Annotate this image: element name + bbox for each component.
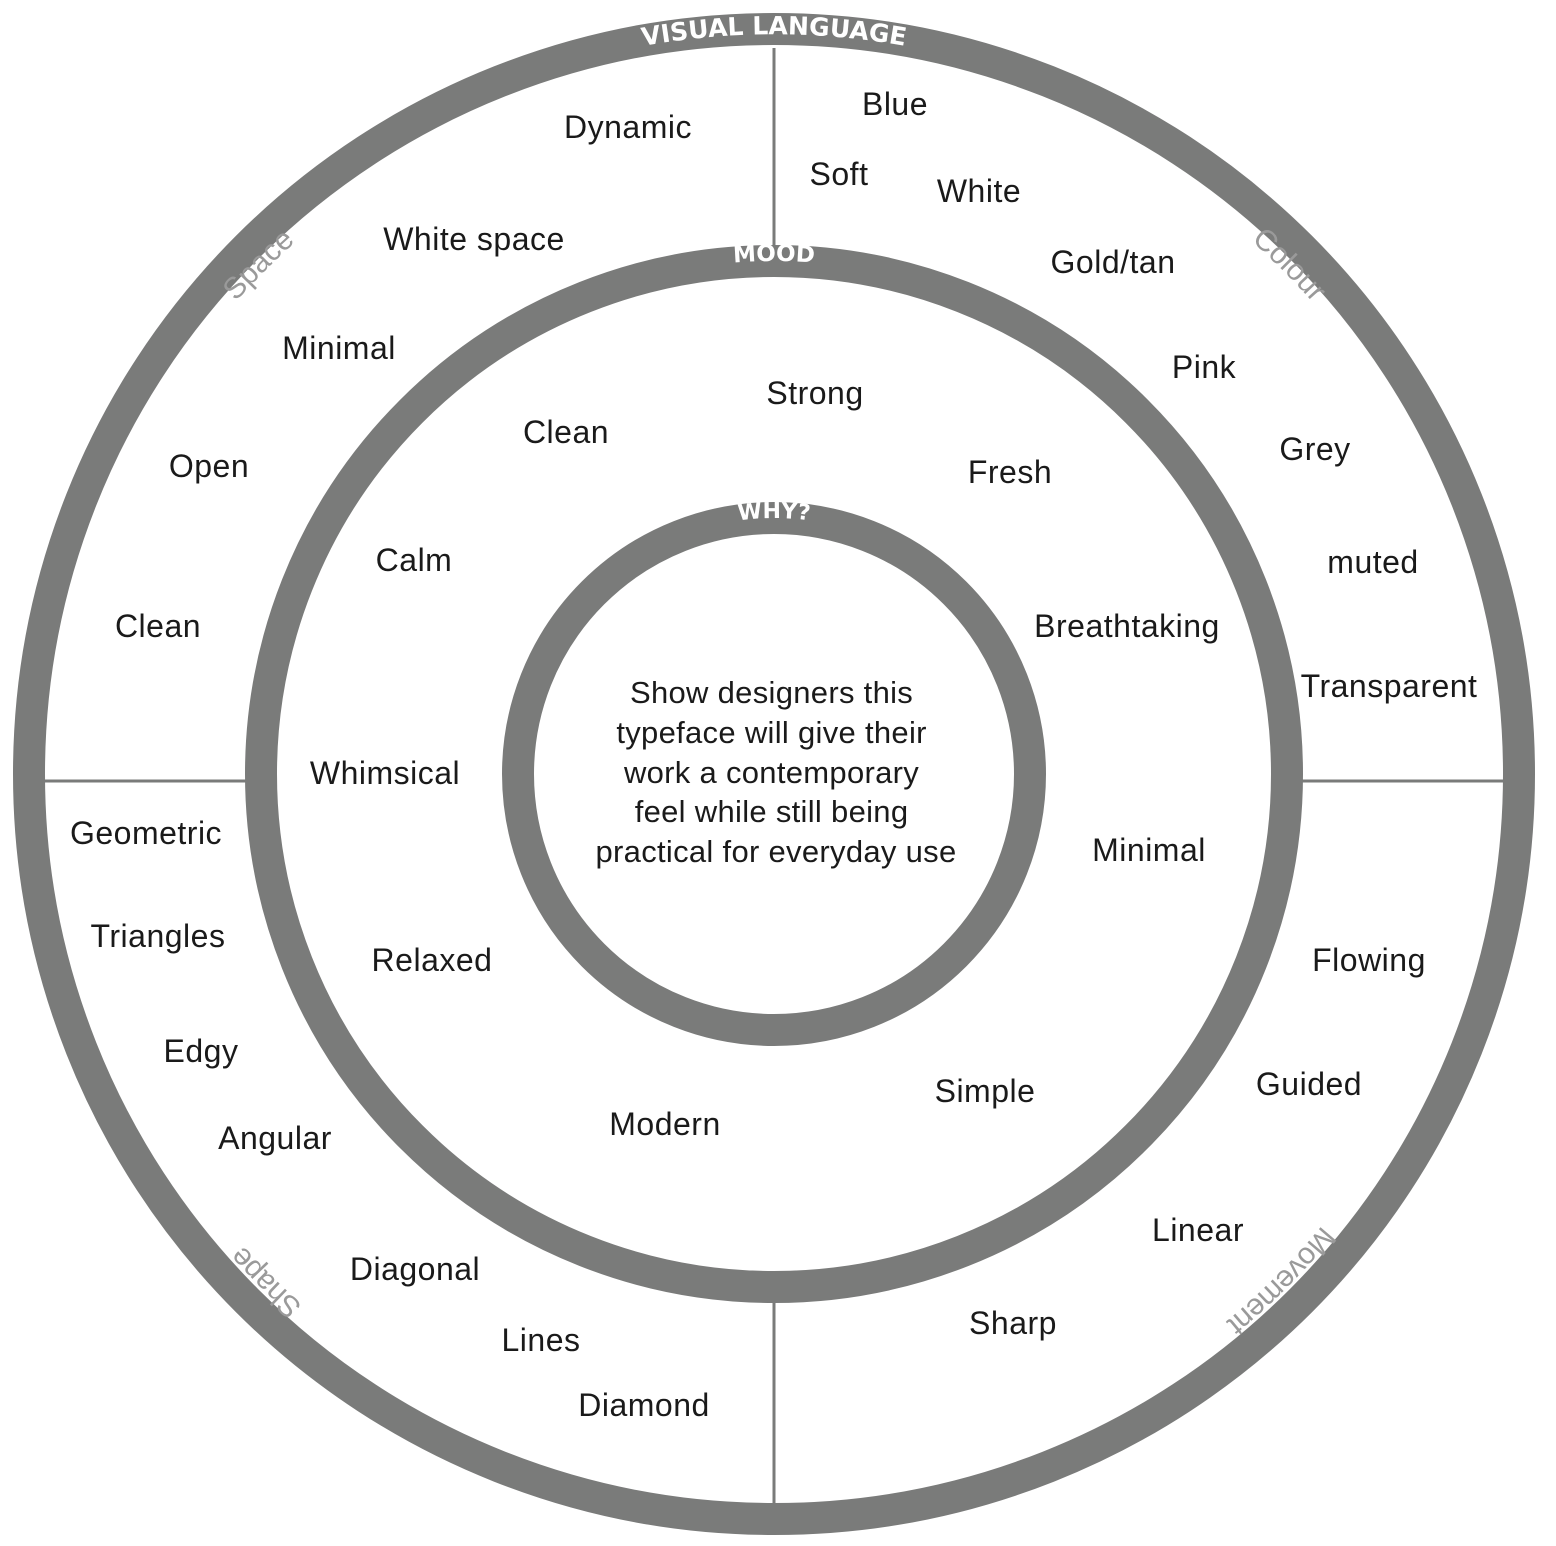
movement-word: Linear: [1152, 1212, 1244, 1248]
mood-word: Breathtaking: [1034, 608, 1220, 644]
mood-word: Clean: [523, 414, 609, 450]
mood-word: Relaxed: [372, 942, 493, 978]
space-word: Clean: [115, 608, 201, 644]
center-line: typeface will give their: [616, 715, 926, 750]
shape-word: Geometric: [70, 815, 222, 851]
mood-word: Calm: [376, 542, 453, 578]
colour-word: White: [937, 173, 1021, 209]
colour-word: Pink: [1172, 349, 1237, 385]
colour-word: Grey: [1279, 431, 1350, 467]
space-word: Dynamic: [564, 109, 692, 145]
mood-word: Simple: [935, 1073, 1036, 1109]
center-why-text: Show designers this typeface will give t…: [595, 675, 956, 869]
mood-word: Whimsical: [310, 755, 460, 791]
center-line: Show designers this: [630, 675, 913, 710]
space-word: White space: [383, 221, 565, 257]
inner-ring: [502, 502, 1046, 1046]
movement-word: Sharp: [969, 1305, 1057, 1341]
colour-word: Transparent: [1301, 668, 1478, 704]
movement-word: Guided: [1256, 1066, 1362, 1102]
outer-ring: [13, 13, 1535, 1535]
shape-word: Lines: [502, 1322, 581, 1358]
shape-word: Angular: [218, 1120, 332, 1156]
inner-ring-title: WHY?: [737, 499, 812, 526]
colour-word: muted: [1327, 544, 1418, 580]
mood-word: Fresh: [968, 454, 1052, 490]
movement-word: Flowing: [1312, 942, 1426, 978]
colour-word: Soft: [810, 156, 869, 192]
colour-word: Blue: [862, 86, 928, 122]
shape-word: Edgy: [164, 1033, 239, 1069]
shape-word: Diamond: [578, 1387, 710, 1423]
center-line: feel while still being: [635, 794, 909, 829]
center-line: practical for everyday use: [595, 834, 956, 869]
space-word: Open: [169, 448, 249, 484]
shape-word: Diagonal: [350, 1251, 480, 1287]
mood-word: Modern: [609, 1106, 721, 1142]
space-word: Minimal: [282, 330, 396, 366]
middle-ring: [245, 245, 1303, 1303]
colour-word: Gold/tan: [1051, 244, 1176, 280]
mood-word: Minimal: [1092, 832, 1206, 868]
outer-ring-title: VISUAL LANGUAGE: [639, 11, 909, 52]
shape-word: Triangles: [91, 918, 226, 954]
center-line: work a contemporary: [623, 755, 919, 790]
mood-word: Strong: [766, 375, 863, 411]
middle-ring-title: MOOD: [732, 241, 815, 269]
